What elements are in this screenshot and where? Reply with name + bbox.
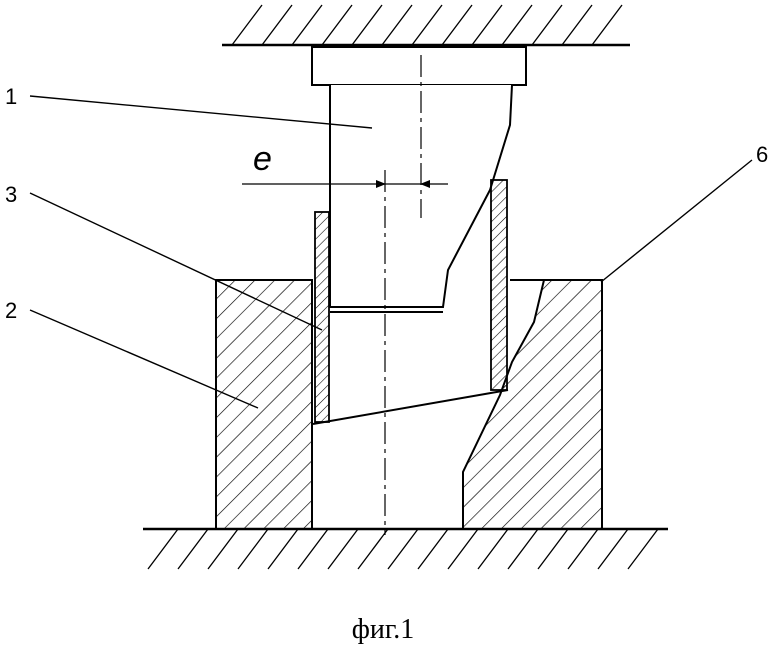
callout-label-3: 3 [5,182,17,207]
callout-label-2: 2 [5,298,17,323]
bottom-base [143,527,668,570]
top-support [222,4,630,47]
inclined-cut-line [312,389,509,425]
workpiece-wall-left [314,211,330,423]
eccentricity-label: e [253,140,272,178]
callout-label-1: 1 [5,84,17,109]
die-right [462,279,603,530]
eccentricity-dimension: e [242,140,448,188]
workpiece-wall-right [490,179,508,391]
leader-lines [29,95,753,409]
die-left [215,279,313,530]
callout-label-6: 6 [756,142,768,167]
figure-caption: фиг.1 [352,614,414,645]
punch-flange [311,46,527,86]
punch-body [329,84,513,308]
